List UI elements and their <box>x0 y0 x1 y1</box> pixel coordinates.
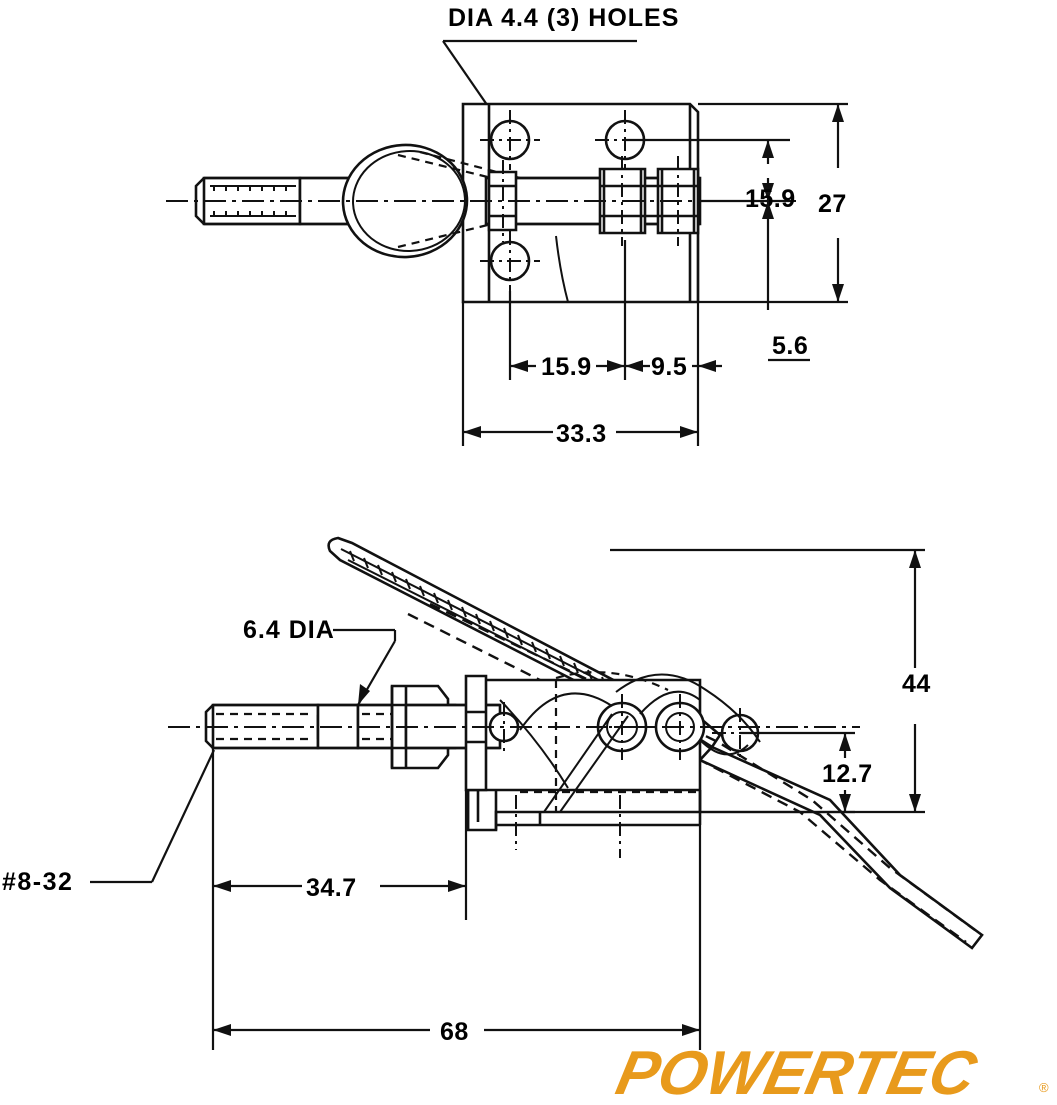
hole-note-label: DIA 4.4 (3) HOLES <box>448 4 679 32</box>
thread-note-leader <box>90 749 215 884</box>
dim-68-label: 68 <box>440 1018 469 1046</box>
top-view-group: DIA 4.4 (3) HOLES <box>166 4 848 448</box>
powertec-logo: POWERTEC ® <box>611 1039 1049 1105</box>
dim-9-5-group <box>625 240 722 380</box>
registered-mark-icon: ® <box>1039 1080 1049 1095</box>
spindle-note-label: 6.4 DIA <box>243 616 335 644</box>
top-view-left-pin <box>487 160 518 242</box>
dim-5-6-label: 5.6 <box>772 332 808 360</box>
dim-68-group <box>211 825 702 1050</box>
dim-15-9-horizontal-group <box>508 240 627 380</box>
dim-9-5-label: 9.5 <box>651 353 687 381</box>
dim-27-group <box>698 102 848 304</box>
dim-12-7-group <box>700 731 855 814</box>
dim-44-label: 44 <box>902 670 931 698</box>
dim-5-6-group <box>762 201 810 362</box>
dim-34-7-group <box>211 748 468 920</box>
dim-33-3-label: 33.3 <box>556 420 607 448</box>
spindle-note-leader <box>333 628 397 706</box>
dim-34-7-label: 34.7 <box>306 874 357 902</box>
dim-27-label: 27 <box>818 190 847 218</box>
dim-33-3-group <box>461 302 700 446</box>
powertec-logo-text: POWERTEC <box>611 1039 983 1105</box>
dim-15-9-horizontal-label: 15.9 <box>541 353 592 381</box>
mounting-holes-group <box>480 110 655 291</box>
side-view-group: 6.4 DIA #8-32 44 <box>2 536 984 1050</box>
top-view-foot-line <box>555 235 569 303</box>
dim-15-9-vertical-group <box>625 138 790 203</box>
side-view-linkage <box>499 671 761 813</box>
dim-12-7-label: 12.7 <box>822 760 873 788</box>
thread-note-label: #8-32 <box>2 868 73 896</box>
